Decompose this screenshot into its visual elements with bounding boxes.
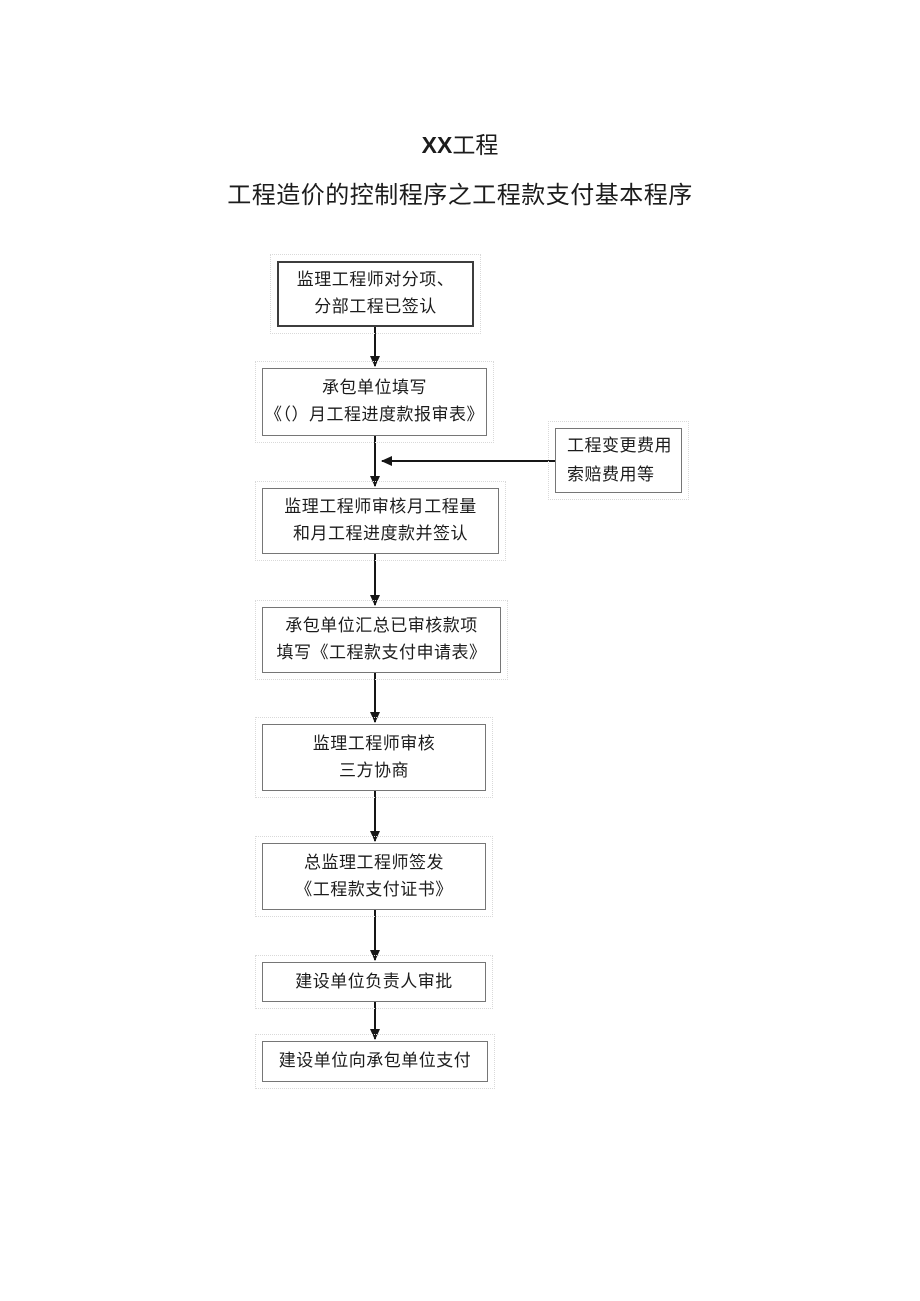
title-prefix: XX [421, 132, 453, 158]
node-text-line: 建设单位负责人审批 [295, 971, 453, 992]
node-text-line: 和月工程进度款并签认 [293, 524, 468, 544]
node-text-line: 三方协商 [339, 760, 409, 781]
node-text-line: 分部工程已签认 [314, 297, 437, 317]
title-suffix: 工程 [452, 133, 499, 159]
node-text-line: 承包单位填写 [322, 378, 427, 398]
flow-node-supervisor-sign-confirmation: 监理工程师对分项、 分部工程已签认 [270, 254, 481, 334]
node-text-line: 工程变更费用 [567, 435, 672, 456]
page-title: XX工程 [0, 131, 920, 160]
node-text-line: 建设单位向承包单位支付 [278, 1051, 472, 1071]
node-text-line: 承包单位汇总已审核款项 [285, 616, 478, 636]
page-subtitle: 工程造价的控制程序之工程款支付基本程序 [227, 181, 693, 209]
flow-node-change-claim-costs: 工程变更费用 索赔费用等 [548, 421, 689, 500]
node-text-line: 总监理工程师签发 [304, 852, 444, 873]
flow-node-supervisor-review-negotiation: 监理工程师审核 三方协商 [255, 717, 493, 798]
flow-node-owner-approval: 建设单位负责人审批 [255, 955, 493, 1009]
node-text-line: 填写《工程款支付申请表》 [276, 643, 487, 663]
flow-node-supervisor-review-quantity: 监理工程师审核月工程量 和月工程进度款并签认 [255, 481, 506, 561]
flow-node-contractor-fill-progress-report: 承包单位填写 《（）月工程进度款报审表》 [255, 361, 494, 443]
flow-node-contractor-summarize-payment-application: 承包单位汇总已审核款项 填写《工程款支付申请表》 [255, 600, 508, 680]
node-text-line: 《工程款支付证书》 [295, 879, 453, 900]
node-text-line: 监理工程师审核 [312, 733, 436, 754]
flow-node-owner-payment: 建设单位向承包单位支付 [255, 1034, 495, 1089]
node-text-line: 索赔费用等 [567, 464, 655, 485]
node-text-line: 《（）月工程进度款报审表》 [265, 405, 484, 425]
flow-node-chief-supervisor-issue-certificate: 总监理工程师签发 《工程款支付证书》 [255, 836, 493, 917]
node-text-line: 监理工程师对分项、 [296, 270, 455, 290]
node-text-line: 监理工程师审核月工程量 [284, 497, 477, 517]
